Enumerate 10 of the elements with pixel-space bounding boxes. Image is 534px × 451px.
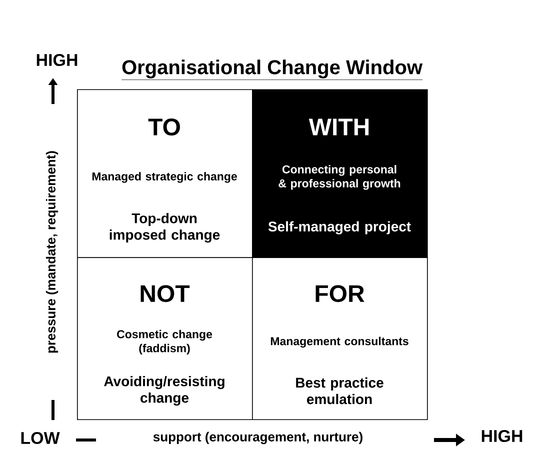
quadrant-box: FOR Management consultants Best practice emulation — [252, 257, 428, 420]
quadrant-box: WITH Connecting personal & professional growth Self-managed project — [252, 89, 428, 258]
axis-label: HIGH — [482, 430, 522, 442]
title: Organisational Change Window — [121, 60, 423, 80]
quadrant-box: TO Managed strategic change Top-down imposed change — [77, 89, 253, 258]
axis-label: LOW — [21, 432, 60, 444]
axis-title: support (encouragement, nurture) — [153, 432, 362, 444]
axis-label: HIGH — [36, 54, 78, 66]
axis-title: pressure (mandate, requirement) — [46, 151, 58, 353]
quadrant-box: NOT Cosmetic change (faddism) Avoiding/resisting change — [77, 257, 253, 420]
